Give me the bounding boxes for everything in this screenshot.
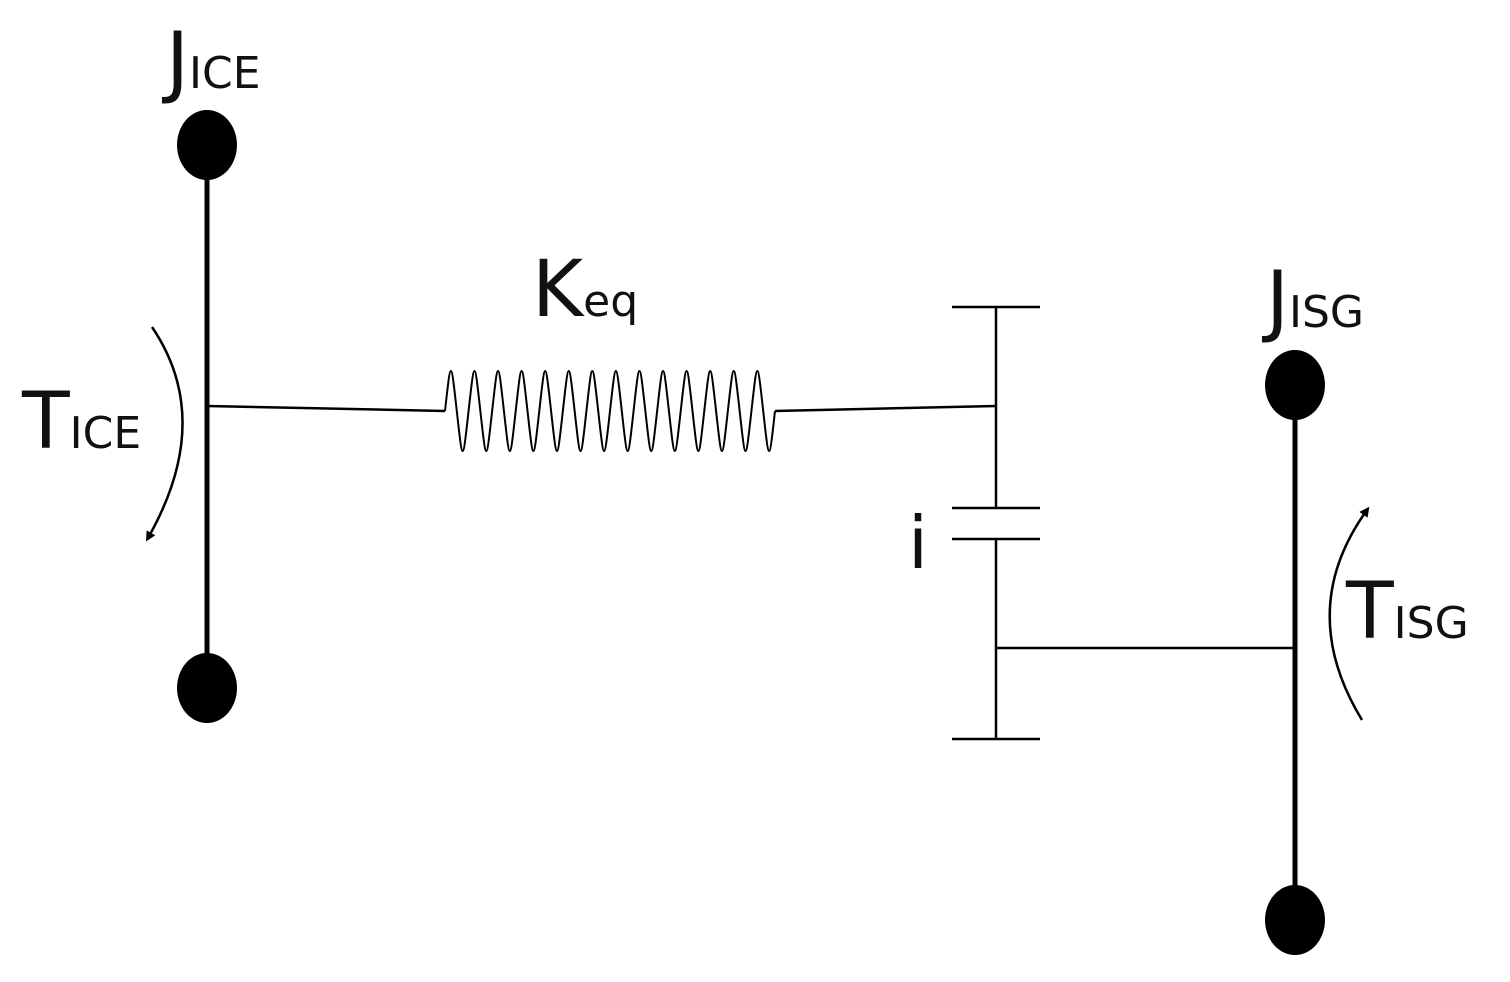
isg-torque-arrow [1328, 506, 1370, 721]
label-j-ice: JICE [161, 17, 261, 107]
label-t-isg: TISG [1345, 567, 1469, 657]
label-j-isg: JISG [1261, 256, 1364, 346]
ice-top-node [177, 110, 237, 180]
ice-inertia-shaft [177, 110, 237, 723]
label-k-eq: Keq [532, 245, 638, 335]
ice-torque-arrow [146, 326, 184, 542]
ice-connector-line [206, 404, 446, 413]
gear-transmission [952, 305, 1040, 741]
isg-inertia-shaft [1265, 350, 1325, 955]
label-t-ice: TICE [21, 377, 141, 467]
spring-keq [444, 370, 776, 452]
ice-bottom-node [177, 653, 237, 723]
spring-connector-line [774, 404, 997, 413]
label-gear-ratio: i [908, 501, 928, 585]
isg-bottom-node [1265, 885, 1325, 955]
isg-top-node [1265, 350, 1325, 420]
